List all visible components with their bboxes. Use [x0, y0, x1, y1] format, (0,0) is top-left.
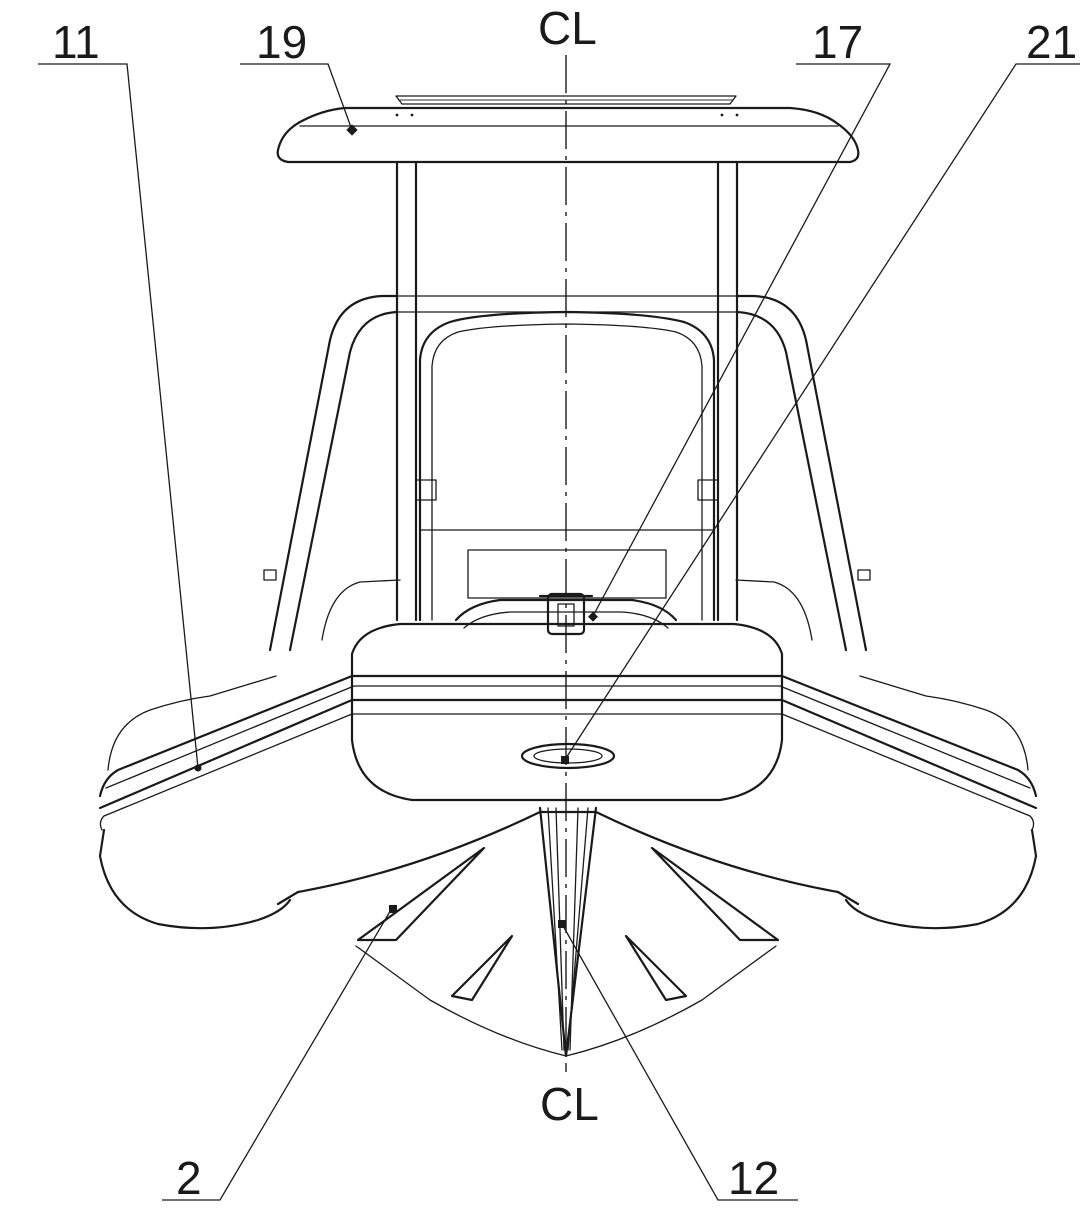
tube-collar — [98, 622, 1038, 930]
label-cl-top: CL — [538, 2, 597, 54]
console — [415, 310, 719, 622]
label-19: 19 — [256, 16, 307, 68]
bow-cleat — [454, 592, 678, 636]
leader-lines — [38, 63, 1080, 1201]
label-2: 2 — [176, 1152, 202, 1204]
hull — [276, 806, 860, 1058]
label-12: 12 — [728, 1152, 779, 1204]
t-top-canopy — [276, 95, 860, 164]
label-11: 11 — [52, 16, 100, 68]
seats — [321, 579, 813, 641]
label-21: 21 — [1026, 16, 1077, 68]
canopy-posts — [395, 160, 739, 622]
grab-rail — [263, 294, 871, 652]
label-cl-bottom: CL — [540, 1078, 599, 1130]
label-17: 17 — [812, 16, 863, 68]
